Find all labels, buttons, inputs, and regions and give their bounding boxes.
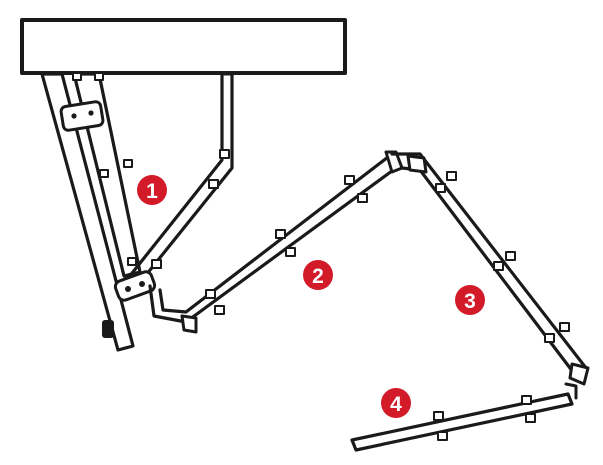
badge-2: 2 [303,260,333,290]
rung [521,395,532,405]
rung [493,261,504,271]
badge-4: 4 [381,388,411,418]
badge-4-label: 4 [390,393,402,416]
hinge-plate [59,100,105,132]
support-arm [123,72,234,292]
rung [205,289,216,299]
rung [94,72,104,81]
ladder-section-4 [350,382,578,452]
rung [99,169,109,178]
badge-2-label: 2 [312,265,324,288]
rung [446,171,457,181]
rung [525,413,536,423]
rung [214,305,225,315]
rung [357,193,368,203]
rung [437,431,448,441]
rung [275,229,286,239]
rung [219,149,230,159]
badge-1-label: 1 [146,180,158,203]
rung [72,72,82,81]
hinge-arm [40,72,142,352]
ladder-section-2 [148,150,404,334]
pivot-joint [113,270,157,302]
ceiling-frame [20,18,347,75]
rung [127,257,137,266]
rung [208,179,219,189]
rung [435,183,446,193]
rung [544,333,555,343]
badge-3: 3 [455,285,485,315]
badge-3-label: 3 [464,290,476,313]
rung [433,411,444,421]
rung [151,259,162,269]
rung [505,251,516,261]
badge-1: 1 [137,175,167,205]
rung [344,175,355,185]
rung [123,159,133,168]
ladder-section-3 [390,152,590,386]
rung [559,322,570,332]
rung [285,247,296,257]
